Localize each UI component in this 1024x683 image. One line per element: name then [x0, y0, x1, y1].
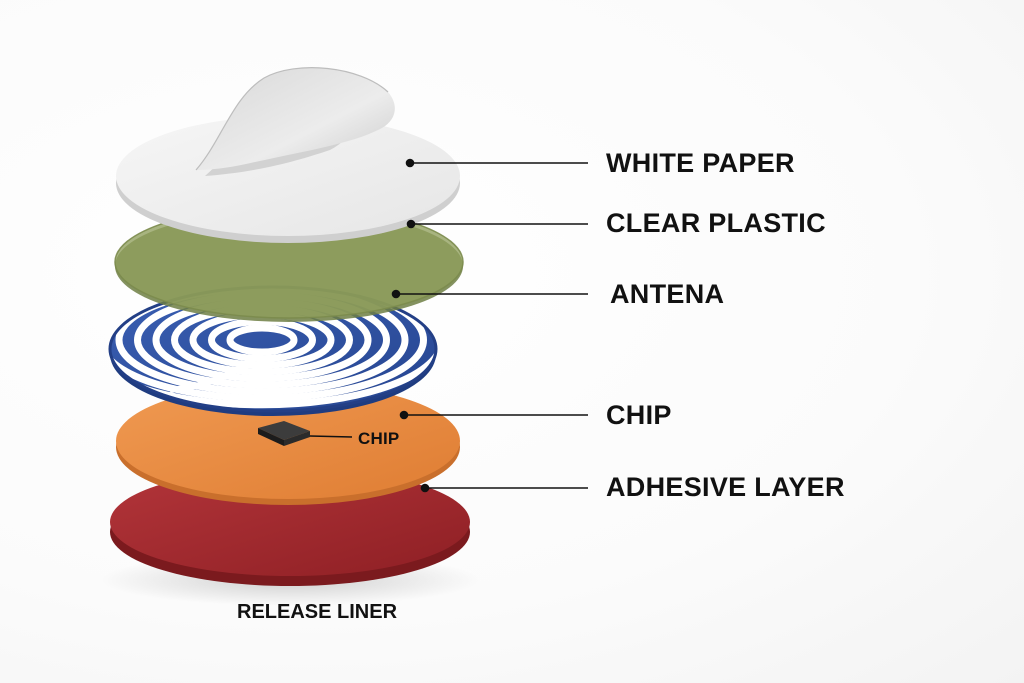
label-chip: CHIP	[606, 402, 672, 429]
white-paper-layer	[116, 68, 460, 243]
label-chip-inline: CHIP	[358, 430, 399, 447]
label-release-liner: RELEASE LINER	[237, 602, 397, 622]
label-white-paper: WHITE PAPER	[606, 150, 795, 177]
label-clear-plastic: CLEAR PLASTIC	[606, 210, 826, 237]
label-antenna: ANTENA	[610, 281, 724, 308]
label-adhesive-layer: ADHESIVE LAYER	[606, 474, 845, 501]
